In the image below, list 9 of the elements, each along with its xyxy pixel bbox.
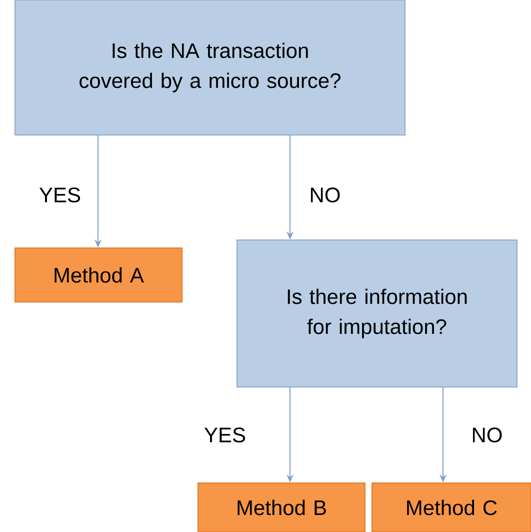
- edge-label: NO: [310, 188, 340, 202]
- edge-label: NO: [472, 428, 502, 442]
- method-box: Method C: [372, 482, 531, 532]
- method-box: Method A: [14, 248, 182, 302]
- decision-box: Is the NA transaction covered by a micro source?: [14, 0, 406, 136]
- edge-label: YES: [39, 188, 80, 202]
- method-box: Method B: [198, 482, 366, 532]
- decision-box: Is there information for imputation?: [236, 240, 518, 388]
- edge-label: YES: [204, 428, 246, 442]
